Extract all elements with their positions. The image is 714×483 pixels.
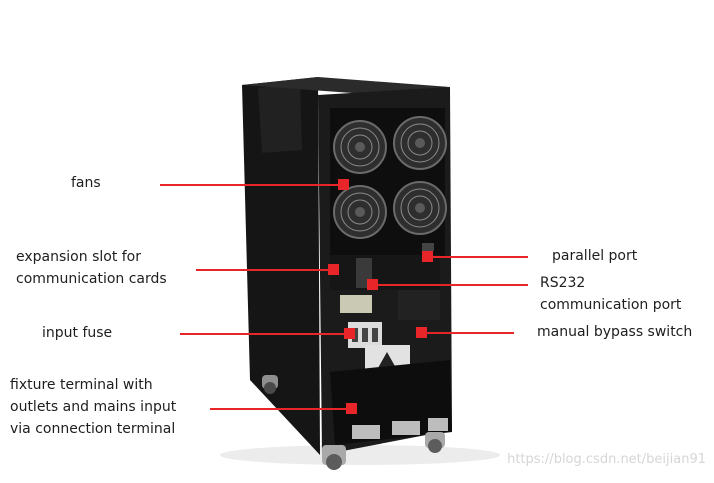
side-reflection [258,83,302,153]
terminal-block-3 [428,418,448,431]
terminal-block-2 [392,421,420,435]
cabinet-side [242,77,320,455]
label-fans: fans [71,175,101,191]
caster-back [262,375,278,394]
parallel-port-connector [422,243,434,251]
fan-bottom-right [393,181,447,235]
label-manual-bypass: manual bypass switch [537,324,693,340]
marker-input-fuse [344,328,355,339]
label-fixture-line1: fixture terminal with [10,377,153,393]
label-expansion-line1: expansion slot for [16,249,142,265]
fan-bottom-left [333,185,387,239]
fan-top-left [333,120,387,174]
label-input-fuse: input fuse [42,325,113,341]
breaker-toggle-2 [362,328,368,342]
warning-triangle-icon [378,352,396,368]
fan-top-right [393,116,447,170]
label-fixture-line3: via connection terminal [10,421,176,437]
terminal-block-1 [352,425,380,439]
label-fixture-line2: outlets and mains input [10,399,177,415]
caster-front [322,445,346,470]
label-parallel-port: parallel port [552,248,638,264]
terminal-box [330,360,452,445]
floor-shadow [220,445,500,465]
marker-fixture [346,403,357,414]
label-rs232-line2: communication port [540,297,682,313]
caster-right [425,432,445,453]
marker-manual-bypass [416,327,427,338]
marker-rs232 [367,279,378,290]
watermark: https://blog.csdn.net/beijian91 [507,452,706,467]
marker-fans [338,179,349,190]
info-plate [340,295,372,313]
breaker-toggle-3 [372,328,378,342]
bypass-label-plate [398,290,440,320]
marker-parallel-port [422,251,433,262]
callout-leaders [160,179,528,414]
marker-expansion [328,264,339,275]
label-rs232-line1: RS232 [540,275,586,291]
label-expansion-line2: communication cards [16,271,167,287]
